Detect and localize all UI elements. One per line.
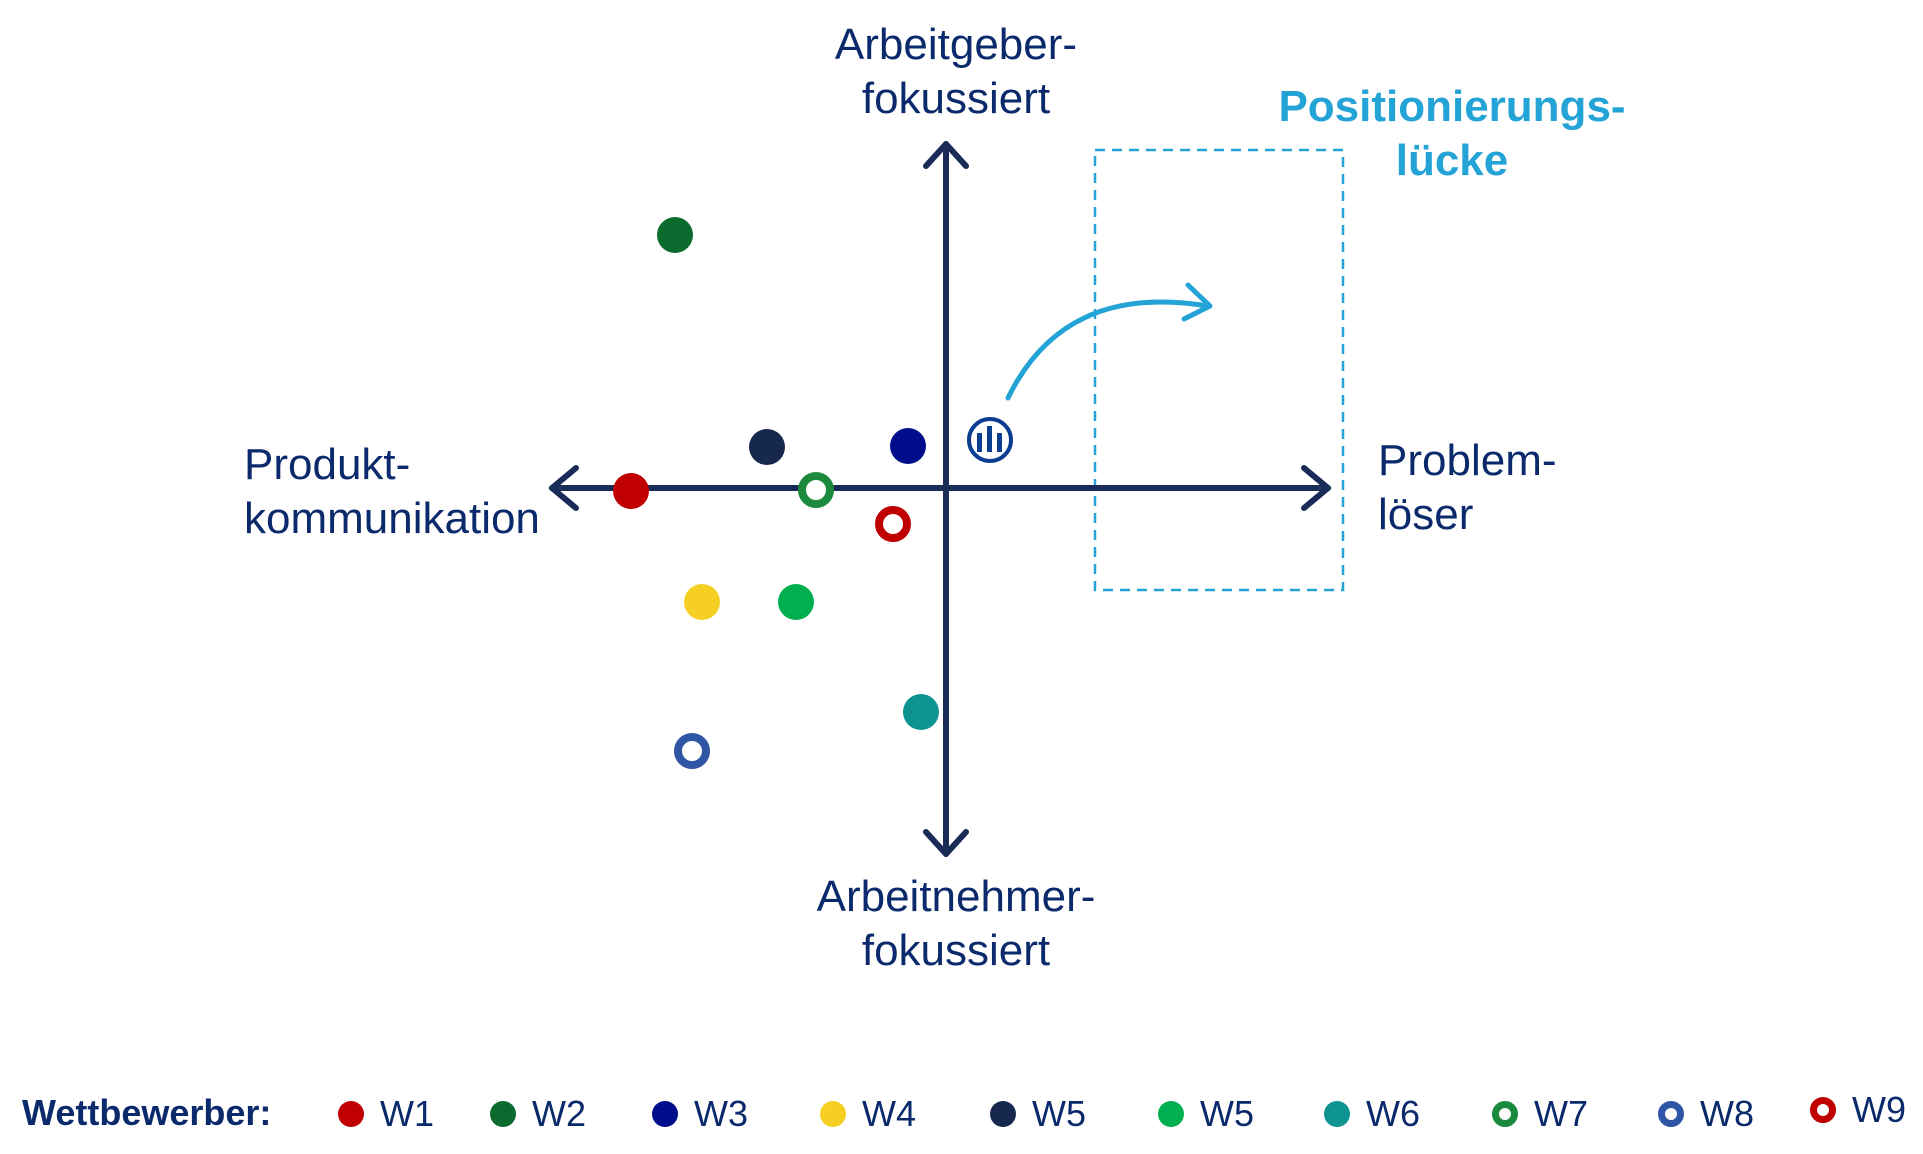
legend-item-w4: W4 [820,1092,916,1136]
legend-dot-icon [490,1101,516,1127]
axis-label-left: Produkt- kommunikation [244,438,540,546]
y-axis-top-arrow [923,141,969,169]
legend-item-w7: W7 [1492,1092,1588,1136]
legend-item-w2: W2 [490,1092,586,1136]
axis-label-right-line1: Problem- [1378,436,1557,485]
legend-item-w3: W3 [652,1092,748,1136]
axis-label-bottom: Arbeitnehmer- fokussiert [806,870,1106,978]
marker-w8 [674,733,710,769]
legend-label: W6 [1366,1093,1420,1134]
y-axis-bottom-arrow [923,829,969,857]
legend-dot-icon [1158,1101,1184,1127]
legend-item-w6: W6 [1324,1092,1420,1136]
positioning-gap-label-line2: lücke [1395,136,1509,185]
legend-ring-icon [1492,1101,1518,1127]
legend-dot-icon [652,1101,678,1127]
marker-w5-navy [749,429,785,465]
legend-label: W2 [532,1093,586,1134]
legend-item-w1: W1 [338,1092,434,1136]
legend-label: W5 [1200,1093,1254,1134]
axis-label-right: Problem- löser [1378,434,1557,542]
legend-item-w9: W9 [1810,1088,1906,1132]
legend-label: W4 [862,1093,916,1134]
axis-label-left-line1: Produkt- [244,440,411,489]
allianz-logo-icon [967,417,1013,463]
marker-w3 [890,428,926,464]
marker-w1 [613,473,649,509]
axis-label-right-line2: löser [1378,490,1474,539]
legend-dot-icon [1324,1101,1350,1127]
legend-ring-icon [1810,1097,1836,1123]
axis-label-left-line2: kommunikation [244,494,540,543]
legend-label: W1 [380,1093,434,1134]
legend-dot-icon [338,1101,364,1127]
move-arrow-head [1181,282,1213,322]
marker-w4 [684,584,720,620]
marker-w6 [903,694,939,730]
legend-item-w5-navy: W5 [990,1092,1086,1136]
positioning-gap-label: Positionierungs- lücke [1262,80,1642,188]
axes [549,141,1331,857]
legend-title: Wettbewerber: [22,1092,272,1133]
marker-w5-green [778,584,814,620]
x-axis-left-arrow [549,465,579,511]
positioning-gap-label-line1: Positionierungs- [1278,82,1626,131]
axis-label-bottom-line2: fokussiert [861,926,1051,975]
legend-dot-icon [820,1101,846,1127]
x-axis-right-arrow [1301,465,1331,511]
legend-label: W5 [1032,1093,1086,1134]
move-arrow [1005,299,1211,401]
axis-label-bottom-line1: Arbeitnehmer- [816,872,1096,921]
axis-label-top-line1: Arbeitgeber- [834,20,1078,69]
legend-label: W3 [694,1093,748,1134]
legend-dot-icon [990,1101,1016,1127]
legend-label: W7 [1534,1093,1588,1134]
legend-label: W8 [1700,1093,1754,1134]
marker-w7 [798,472,834,508]
legend-ring-icon [1658,1101,1684,1127]
positioning-gap-box [1093,148,1345,592]
axis-label-top-line2: fokussiert [861,74,1051,123]
legend-label: W9 [1852,1089,1906,1130]
marker-w9 [875,506,911,542]
marker-w2 [657,217,693,253]
legend-item-w5-green: W5 [1158,1092,1254,1136]
axis-label-top: Arbeitgeber- fokussiert [826,18,1086,126]
legend-item-w8: W8 [1658,1092,1754,1136]
competitor-markers [613,217,939,769]
